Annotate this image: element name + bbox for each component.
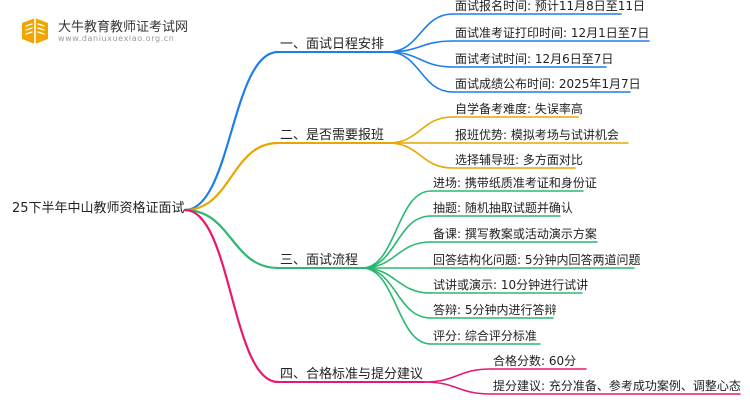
mindmap-root: 25下半年中山教师资格证面试 bbox=[12, 201, 185, 216]
branch-label: 一、面试日程安排 bbox=[280, 37, 385, 52]
leaf-label: 面试考试时间: 12月6日至7日 bbox=[455, 52, 614, 66]
leaf-connector bbox=[387, 116, 454, 144]
leaf-label: 自学备考难度: 失误率高 bbox=[455, 102, 583, 116]
leaf-connector bbox=[387, 142, 454, 169]
branch-connector bbox=[183, 141, 280, 212]
brand-url: www.daniuxuexiao.org.cn bbox=[58, 34, 175, 43]
leaf-label: 试讲或演示: 10分钟进行试讲 bbox=[433, 278, 589, 292]
branch-label: 二、是否需要报班 bbox=[280, 128, 385, 143]
leaf-label: 报班优势: 模拟考场与试讲机会 bbox=[455, 128, 619, 142]
leaf-connector bbox=[361, 267, 432, 345]
leaf-connector bbox=[361, 215, 432, 269]
leaf-connector bbox=[361, 267, 432, 294]
branch-connector bbox=[183, 50, 280, 212]
leaf-label: 答辩: 5分钟内进行答辩 bbox=[433, 303, 557, 317]
leaf-label: 回答结构化问题: 5分钟内回答两道问题 bbox=[433, 253, 641, 267]
leaf-connector bbox=[361, 190, 432, 269]
branch-label: 三、面试流程 bbox=[280, 253, 359, 268]
branch-connector bbox=[183, 208, 280, 384]
leaf-connector bbox=[361, 241, 432, 269]
leaf-label: 面试准考证打印时间: 12月1日至7日 bbox=[455, 26, 650, 40]
branch-connector bbox=[183, 208, 280, 270]
leaf-connector bbox=[387, 51, 454, 93]
leaf-label: 面试成绩公布时间: 2025年1月7日 bbox=[455, 77, 641, 91]
leaf-label: 提分建议: 充分准备、参考成功案例、调整心态 bbox=[493, 379, 741, 393]
leaf-connector bbox=[387, 13, 454, 53]
brand-name: 大牛教育教师证考试网 bbox=[58, 20, 189, 35]
leaf-connector bbox=[387, 51, 454, 68]
leaf-label: 抽题: 随机抽取试题并确认 bbox=[433, 201, 573, 215]
branch-label: 四、合格标准与提分建议 bbox=[280, 367, 424, 382]
leaf-label: 选择辅导班: 多方面对比 bbox=[455, 153, 583, 167]
leaf-label: 合格分数: 60分 bbox=[493, 354, 577, 368]
leaf-connector bbox=[423, 368, 492, 383]
book-logo-icon bbox=[22, 18, 48, 44]
leaf-label: 备课: 撰写教案或活动演示方案 bbox=[433, 227, 597, 241]
leaf-connector bbox=[423, 381, 492, 395]
leaf-label: 面试报名时间: 预计11月8日至11日 bbox=[455, 0, 646, 13]
leaf-label: 进场: 携带纸质准考证和身份证 bbox=[433, 176, 597, 190]
leaf-connector bbox=[361, 267, 432, 319]
leaf-label: 评分: 综合评分标准 bbox=[433, 329, 537, 343]
